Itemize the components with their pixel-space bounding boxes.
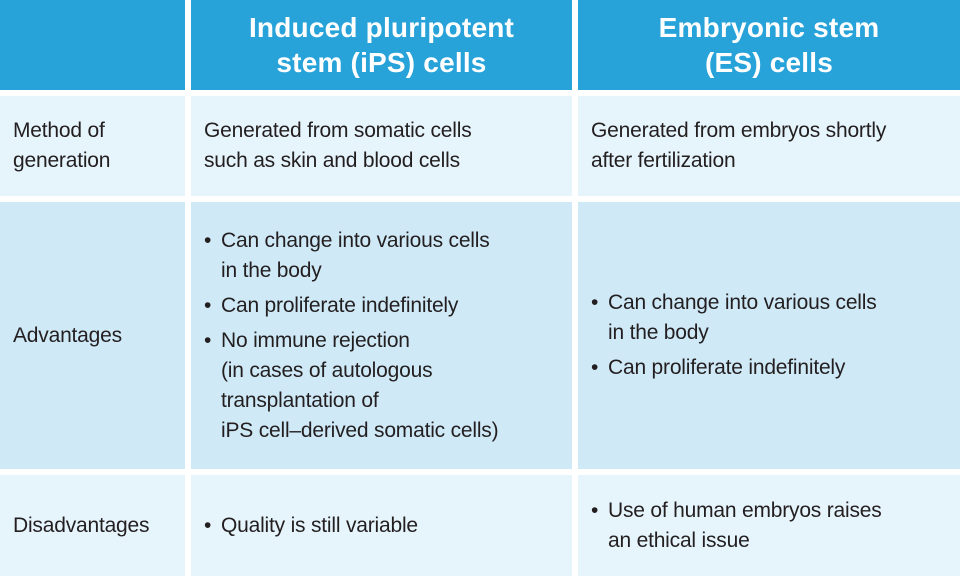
list-item: • Quality is still variable bbox=[204, 511, 418, 541]
bullet-text: Use of human embryos raises an ethical i… bbox=[608, 498, 882, 552]
bullet-icon: • bbox=[204, 228, 212, 252]
bullet-icon: • bbox=[204, 293, 212, 317]
bullet-icon: • bbox=[204, 513, 212, 537]
advantages-es-list: • Can change into various cells in the b… bbox=[591, 288, 877, 383]
row-label-method-of-generation: Method of generation bbox=[0, 96, 185, 196]
row-label-advantages: Advantages bbox=[0, 202, 185, 469]
bullet-icon: • bbox=[591, 291, 599, 314]
list-item: • Can proliferate indefinitely bbox=[204, 291, 498, 321]
row-label-text: Advantages bbox=[13, 323, 122, 347]
column-header-ips: Induced pluripotent stem (iPS) cells bbox=[248, 12, 515, 78]
list-item: • Can proliferate indefinitely bbox=[591, 353, 877, 383]
method-es-text: Generated from embryos shortly after fer… bbox=[591, 119, 887, 172]
disadvantages-ips-cell: • Quality is still variable bbox=[191, 475, 572, 576]
header-ips-cell: Induced pluripotent stem (iPS) cells bbox=[191, 0, 572, 90]
bullet-icon: • bbox=[204, 328, 212, 352]
list-item: • Can change into various cells in the b… bbox=[204, 226, 498, 286]
header-es-cell: Embryonic stem (ES) cells bbox=[578, 0, 960, 90]
bullet-icon: • bbox=[591, 356, 599, 379]
advantages-ips-list: • Can change into various cells in the b… bbox=[204, 226, 499, 446]
disadvantages-ips-list: • Quality is still variable bbox=[204, 511, 418, 541]
method-es-cell: Generated from embryos shortly after fer… bbox=[578, 96, 960, 196]
column-header-es: Embryonic stem (ES) cells bbox=[658, 12, 880, 78]
list-item: • Use of human embryos raises an ethical… bbox=[591, 496, 882, 556]
bullet-icon: • bbox=[591, 498, 599, 522]
bullet-text: Quality is still variable bbox=[221, 513, 418, 537]
advantages-es-cell: • Can change into various cells in the b… bbox=[578, 202, 960, 469]
advantages-ips-cell: • Can change into various cells in the b… bbox=[191, 202, 572, 469]
row-label-disadvantages: Disadvantages bbox=[0, 475, 185, 576]
bullet-text: Can proliferate indefinitely bbox=[221, 293, 459, 317]
method-ips-text: Generated from somatic cells such as ski… bbox=[204, 119, 472, 172]
disadvantages-es-list: • Use of human embryos raises an ethical… bbox=[591, 496, 882, 556]
row-label-text: Disadvantages bbox=[13, 513, 150, 537]
list-item: • Can change into various cells in the b… bbox=[591, 288, 877, 348]
header-corner-cell bbox=[0, 0, 185, 90]
bullet-text: Can change into various cells in the bod… bbox=[608, 291, 877, 344]
bullet-text: Can change into various cells in the bod… bbox=[221, 228, 490, 282]
disadvantages-es-cell: • Use of human embryos raises an ethical… bbox=[578, 475, 960, 576]
row-label-text: Method of generation bbox=[13, 119, 111, 172]
bullet-text: Can proliferate indefinitely bbox=[608, 356, 846, 379]
bullet-text: No immune rejection (in cases of autolog… bbox=[221, 328, 499, 442]
list-item: • No immune rejection (in cases of autol… bbox=[204, 326, 499, 446]
method-ips-cell: Generated from somatic cells such as ski… bbox=[191, 96, 572, 196]
